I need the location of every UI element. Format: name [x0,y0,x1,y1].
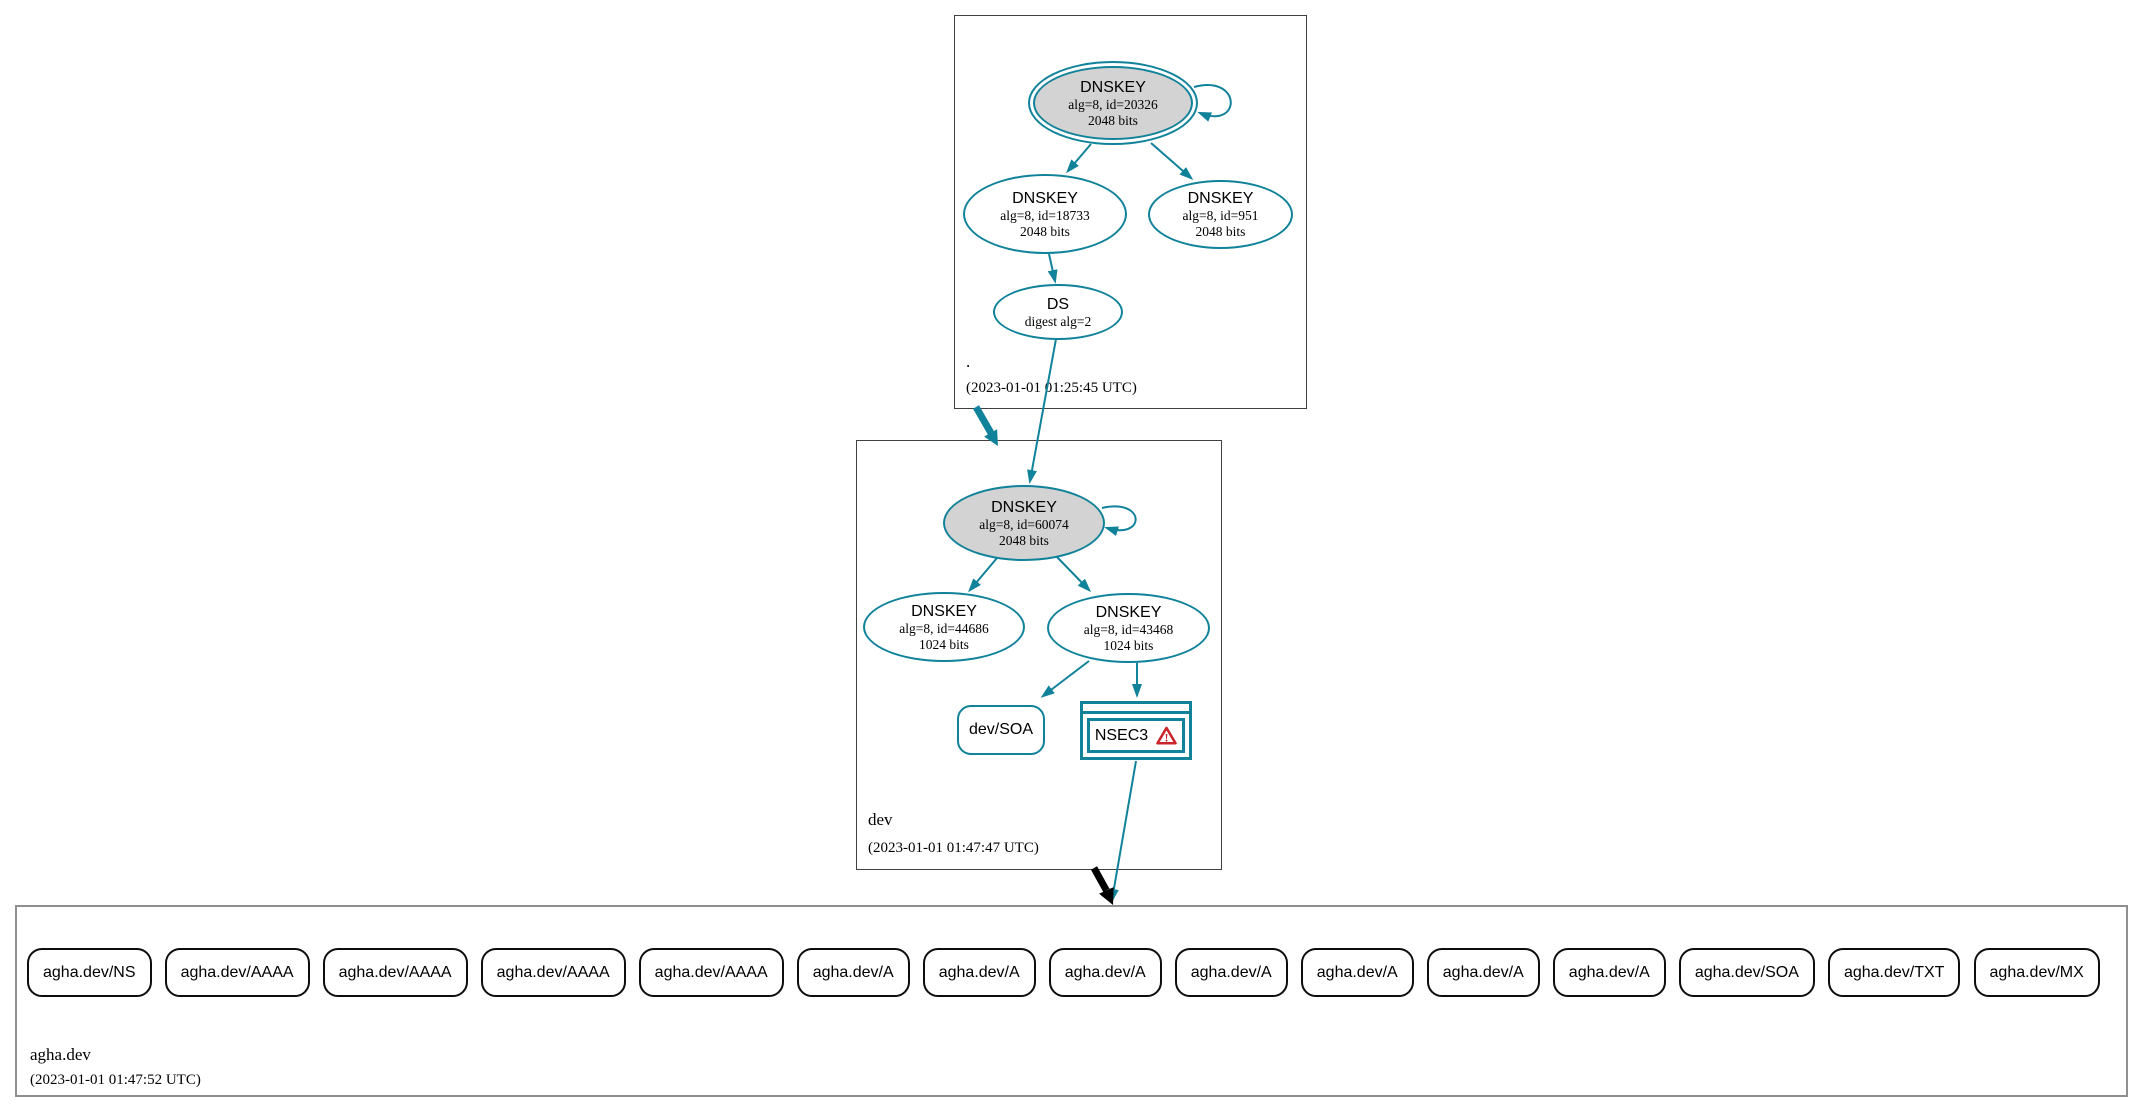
rrset-node-a[interactable]: agha.dev/A [1048,948,1162,997]
rrset-label: agha.dev/A [1442,963,1524,981]
dnskey-node-root-zsk1[interactable]: DNSKEY alg=8, id=18733 2048 bits [963,174,1127,254]
dnskey-bits: 2048 bits [1195,224,1246,239]
dnskey-title: DNSKEY [1080,78,1146,96]
dnskey-bits: 2048 bits [999,532,1049,548]
nsec3-label: NSEC3 [1094,726,1149,744]
dnskey-title: DNSKEY [911,602,977,620]
nsec3-body: NSEC3 ! [1087,718,1185,753]
delegation-arrow-dev-agha [1090,866,1114,905]
rrset-node-a[interactable]: agha.dev/A [1300,948,1414,997]
rrset-node-a[interactable]: agha.dev/A [922,948,1036,997]
dnskey-bits: 1024 bits [1103,637,1154,653]
dnskey-alg-id: alg=8, id=43468 [1083,621,1174,637]
rrset-node-ns[interactable]: agha.dev/NS [27,948,152,997]
rrset-label: agha.dev/NS [43,963,136,981]
dnskey-bits: 2048 bits [1020,223,1070,239]
dnskey-node-root-zsk2[interactable]: DNSKEY alg=8, id=951 2048 bits [1148,180,1293,249]
dnskey-alg-id: alg=8, id=951 [1182,208,1259,223]
zone-timestamp-root: (2023-01-01 01:25:45 UTC) [966,380,1137,396]
rrset-label: agha.dev/A [938,963,1020,981]
dnskey-title: DNSKEY [1012,189,1078,207]
dnskey-node-dev-zsk1[interactable]: DNSKEY alg=8, id=44686 1024 bits [863,592,1025,662]
rrset-node-aaaa[interactable]: agha.dev/AAAA [480,948,626,997]
dnskey-bits: 1024 bits [919,636,969,652]
rrset-node-dev-soa[interactable]: dev/SOA [957,705,1045,755]
rrset-node-a[interactable]: agha.dev/A [1174,948,1288,997]
rrset-label: agha.dev/SOA [1694,963,1799,981]
rrset-node-mx[interactable]: agha.dev/MX [1973,948,2100,997]
zone-label-root: . [966,352,971,371]
rrset-node-txt[interactable]: agha.dev/TXT [1827,948,1961,997]
rrset-node-aaaa[interactable]: agha.dev/AAAA [638,948,784,997]
ds-node-root[interactable]: DS digest alg=2 [993,284,1123,340]
rrset-label: agha.dev/A [1190,963,1272,981]
rrset-label: agha.dev/TXT [1843,963,1945,981]
ds-title: DS [1046,295,1070,313]
dnskey-bits: 2048 bits [1088,112,1138,128]
rrset-node-a[interactable]: agha.dev/A [1552,948,1666,997]
nsec3-node[interactable]: NSEC3 ! [1080,701,1192,760]
rrset-label: agha.dev/AAAA [654,963,768,981]
rrset-label: agha.dev/AAAA [496,963,610,981]
zone-label-agha-dev: agha.dev [30,1045,91,1064]
nsec3-top-band [1083,704,1189,714]
zone-cluster-agha-dev [15,905,2128,1097]
zone-timestamp-dev: (2023-01-01 01:47:47 UTC) [868,840,1039,856]
rrset-label: agha.dev/A [1568,963,1650,981]
warning-exclamation: ! [1165,732,1169,744]
zone-cluster-root [954,15,1307,409]
rrset-node-soa[interactable]: agha.dev/SOA [1678,948,1815,997]
ds-digest: digest alg=2 [1024,313,1092,329]
dnskey-alg-id: alg=8, id=60074 [979,516,1069,532]
dnskey-alg-id: alg=8, id=44686 [899,620,989,636]
rrset-label: agha.dev/AAAA [338,963,452,981]
dnskey-title: DNSKEY [991,498,1057,516]
rrset-node-a[interactable]: agha.dev/A [796,948,910,997]
rrset-node-aaaa[interactable]: agha.dev/AAAA [164,948,310,997]
rrset-label: agha.dev/A [1316,963,1398,981]
dnskey-title: DNSKEY [1187,190,1254,207]
rrset-label: agha.dev/MX [1989,963,2084,981]
zone-label-dev: dev [868,810,893,829]
dnskey-node-root-ksk[interactable]: DNSKEY alg=8, id=20326 2048 bits [1028,61,1198,145]
rrset-row-agha-dev: agha.dev/NS agha.dev/AAAA agha.dev/AAAA … [27,948,2100,997]
dnskey-title: DNSKEY [1095,603,1162,621]
zone-timestamp-agha-dev: (2023-01-01 01:47:52 UTC) [30,1072,201,1088]
warning-triangle-icon: ! [1156,726,1177,745]
dnskey-alg-id: alg=8, id=18733 [1000,207,1090,223]
dnskey-node-dev-zsk2[interactable]: DNSKEY alg=8, id=43468 1024 bits [1047,593,1210,663]
rrset-node-aaaa[interactable]: agha.dev/AAAA [322,948,468,997]
dnskey-node-dev-ksk[interactable]: DNSKEY alg=8, id=60074 2048 bits [943,485,1105,561]
rrset-label: agha.dev/A [1064,963,1146,981]
rrset-node-a[interactable]: agha.dev/A [1426,948,1540,997]
rrset-label: agha.dev/AAAA [180,963,294,981]
rrset-label: dev/SOA [968,721,1034,738]
rrset-label: agha.dev/A [812,963,894,981]
dnskey-alg-id: alg=8, id=20326 [1068,96,1158,112]
